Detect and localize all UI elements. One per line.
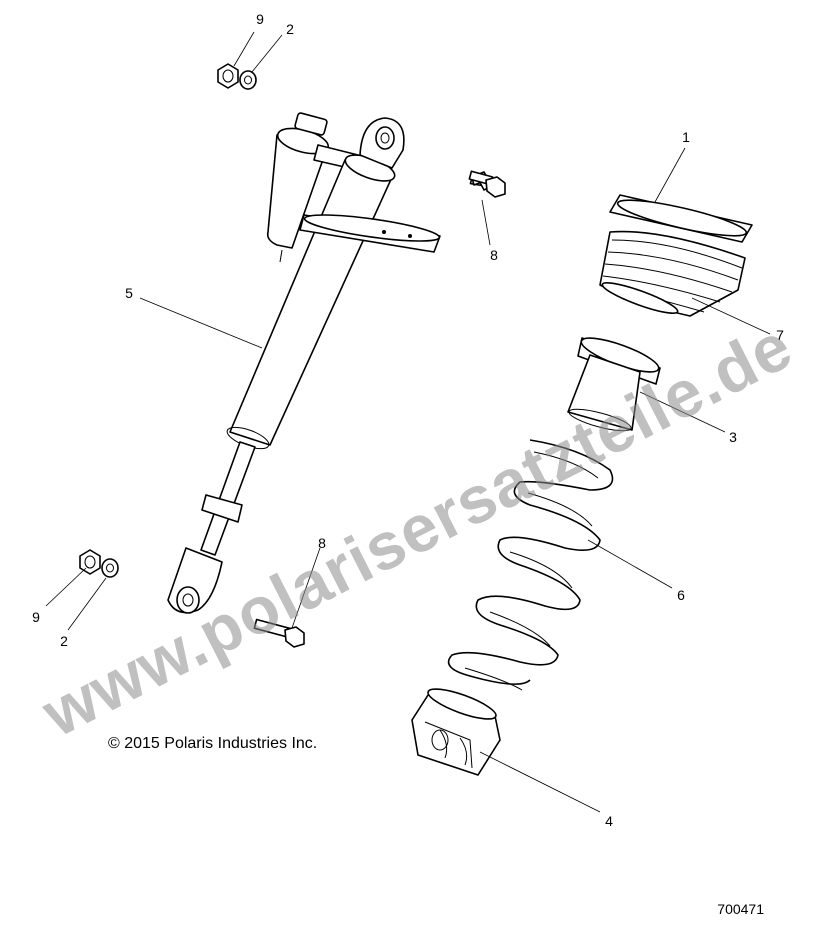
callout-9-top: 9 — [256, 11, 264, 27]
shock-bottom-eyelet — [167, 547, 223, 614]
callout-7: 7 — [776, 327, 784, 343]
shock-spring-collar — [299, 214, 441, 253]
washer-part-2-top — [239, 70, 257, 90]
callout-2-bottom: 2 — [60, 633, 68, 649]
callout-9-bottom: 9 — [32, 609, 40, 625]
shock-shaft — [200, 441, 256, 556]
coil-spring-part-6 — [447, 439, 614, 691]
document-number: 700471 — [717, 901, 764, 917]
callout-3: 3 — [729, 429, 737, 445]
callout-1: 1 — [682, 129, 690, 145]
spring-retainer-part-3 — [567, 337, 661, 432]
washer-part-2-bottom — [101, 558, 119, 578]
watermark-text: www.polarisersatzteile.de — [30, 308, 804, 751]
copyright-notice: © 2015 Polaris Industries Inc. — [108, 735, 317, 752]
lower-spring-seat-part-4 — [411, 688, 501, 776]
callout-6: 6 — [677, 587, 685, 603]
bolt-part-8-bottom — [253, 618, 305, 648]
leader-lines — [45, 31, 771, 813]
shock-reservoir — [266, 112, 330, 263]
shock-absorber-part — [167, 112, 441, 614]
nut-part-9-bottom — [79, 549, 101, 575]
callout-8-top: 8 — [490, 247, 498, 263]
callout-labels: 9 2 1 8 5 7 3 8 6 9 2 4 — [32, 11, 784, 829]
shock-top-eyelet — [359, 117, 405, 169]
callout-5: 5 — [125, 285, 133, 301]
callout-8-bottom: 8 — [318, 535, 326, 551]
bolt-part-8-top — [468, 170, 506, 198]
nut-part-9-top — [217, 63, 239, 89]
spring-seat-plate-part-1 — [609, 194, 753, 243]
callout-4: 4 — [605, 813, 613, 829]
callout-2-top: 2 — [286, 21, 294, 37]
bump-stop-bellows-part-7 — [599, 230, 746, 317]
